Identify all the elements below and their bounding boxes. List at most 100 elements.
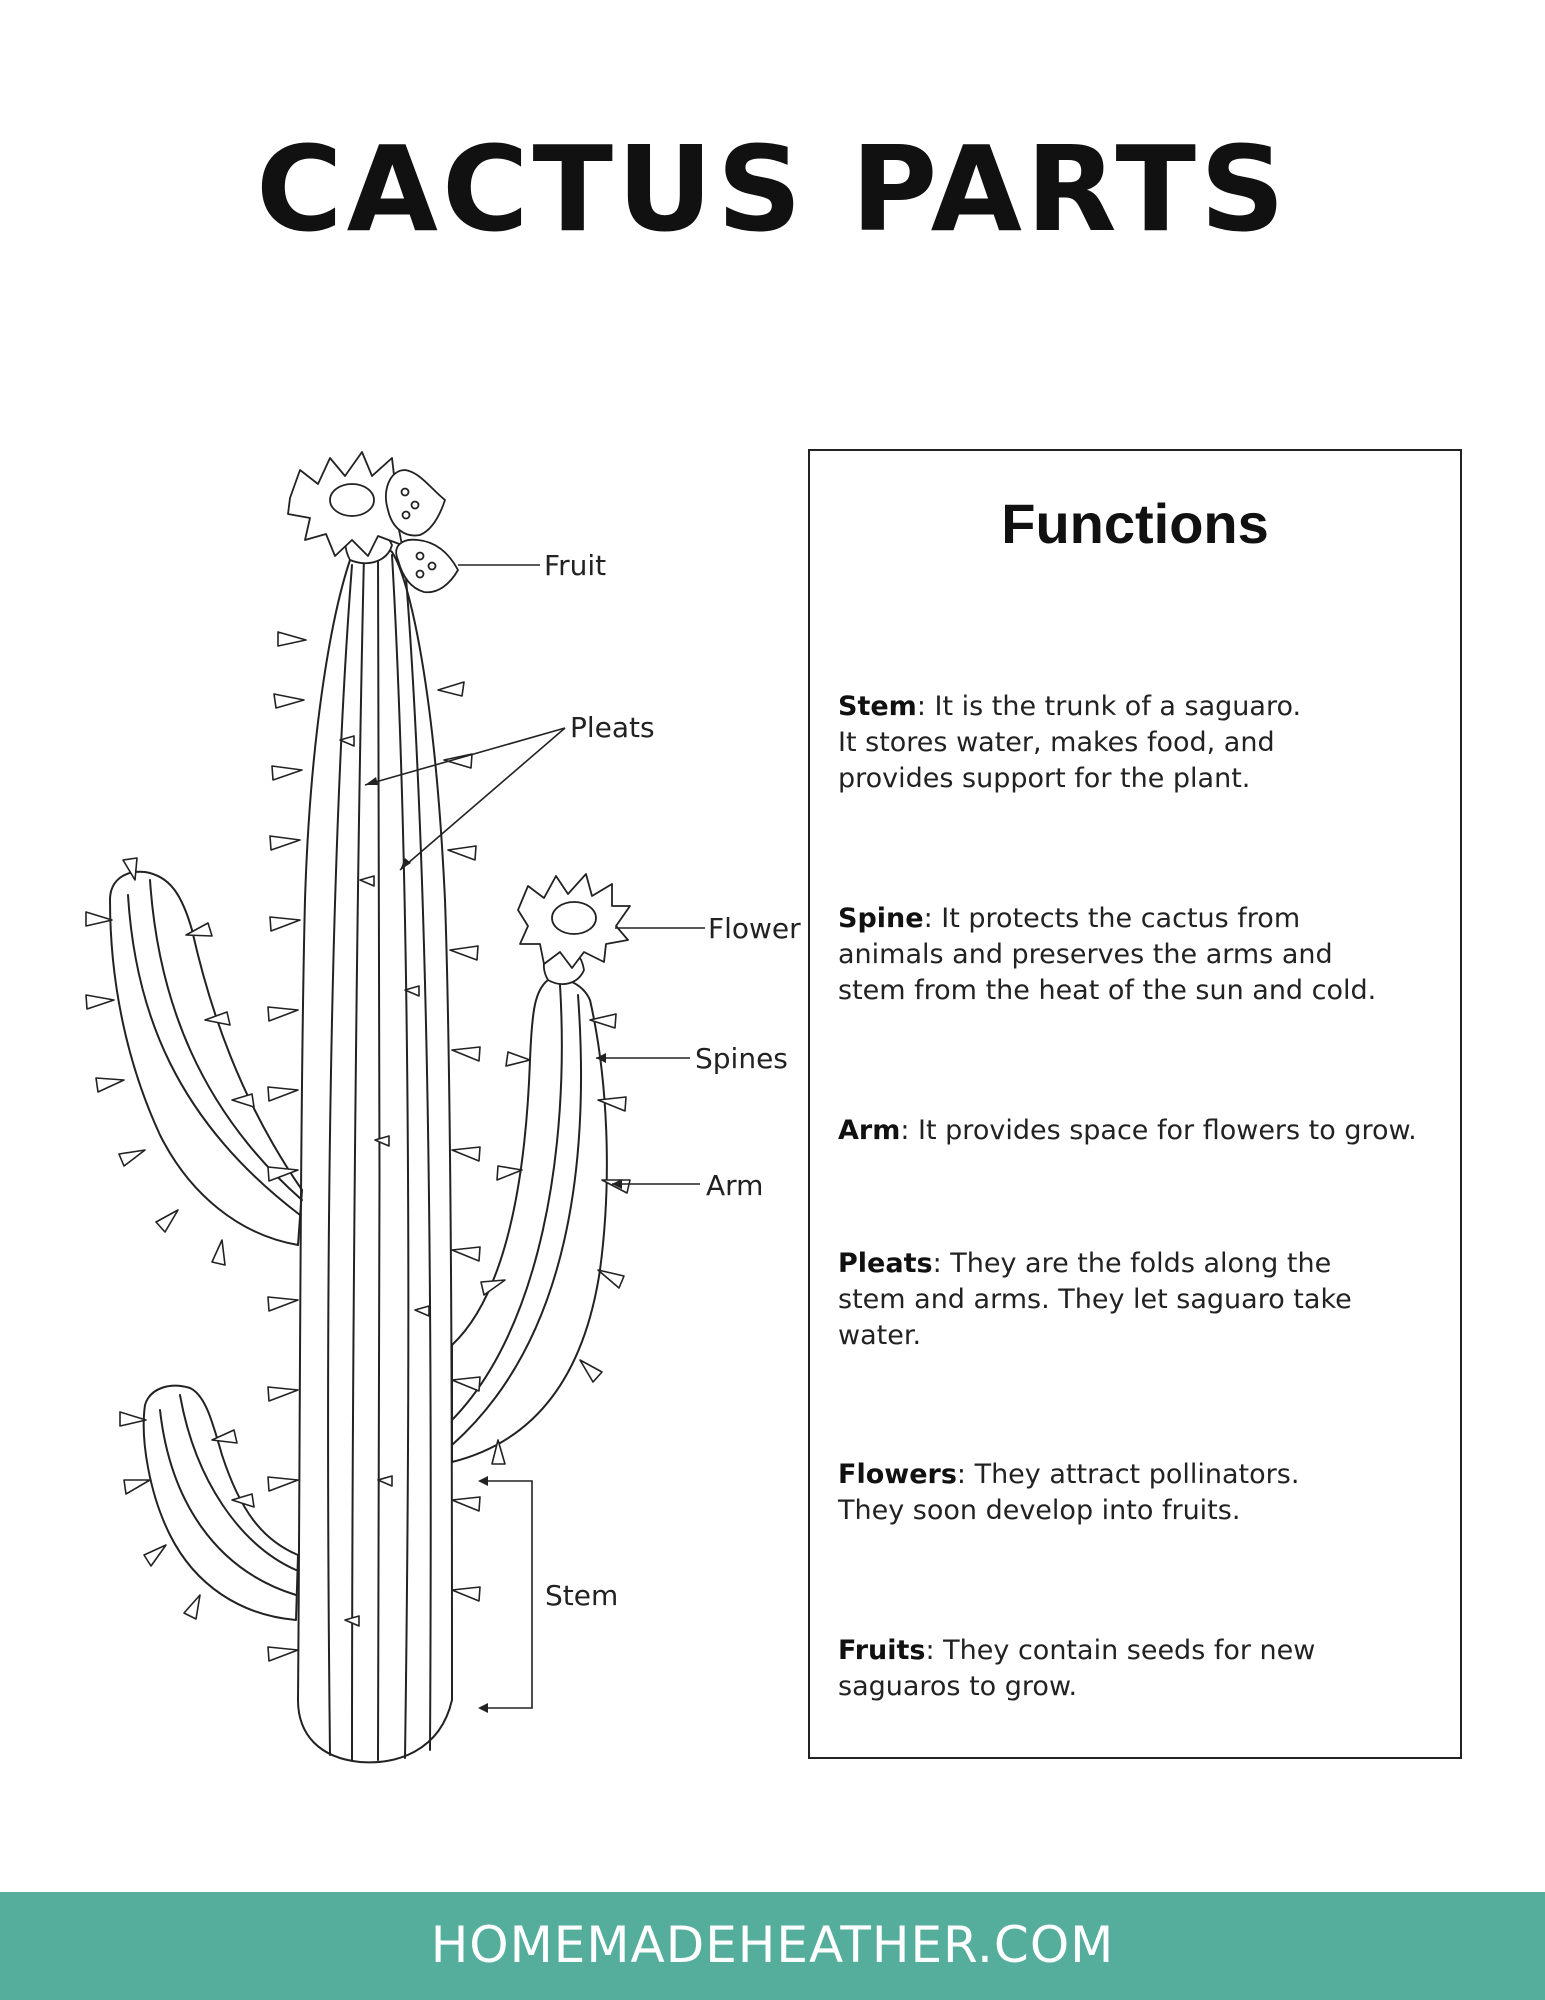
stem-label: Stem xyxy=(545,1579,618,1612)
function-term: Spine xyxy=(838,903,924,934)
spine xyxy=(452,1497,480,1511)
spine xyxy=(452,1147,480,1161)
spine xyxy=(270,917,300,931)
arm-label: Arm xyxy=(706,1169,763,1202)
function-term: Flowers xyxy=(838,1459,957,1490)
spine xyxy=(124,1480,150,1494)
spine xyxy=(268,1647,298,1661)
functions-heading: Functions xyxy=(810,491,1460,556)
stem-pleat xyxy=(392,555,408,1758)
stem-flower-center xyxy=(330,484,374,516)
spine xyxy=(278,632,306,646)
flower-label: Flower xyxy=(708,912,801,945)
spine xyxy=(156,1210,178,1232)
function-text: : It protects the cactus from xyxy=(924,903,1301,934)
function-term: Arm xyxy=(838,1115,900,1146)
spine xyxy=(452,1587,480,1601)
function-term: Pleats xyxy=(838,1248,933,1279)
arrowhead xyxy=(478,1476,488,1486)
function-line: Arm: It provides space for flowers to gr… xyxy=(838,1113,1438,1149)
fruit-seed xyxy=(403,512,410,519)
spine xyxy=(268,1387,298,1401)
function-text: : It provides space for flowers to grow. xyxy=(900,1115,1416,1146)
spine xyxy=(375,1136,389,1146)
arrowhead xyxy=(478,1703,488,1713)
spines-label: Spines xyxy=(695,1042,788,1075)
footer-website: HOMEMADEHEATHER.COM xyxy=(0,1916,1545,1974)
arm-flower-center xyxy=(552,902,596,934)
footer-bar: HOMEMADEHEATHER.COM xyxy=(0,1892,1545,2000)
spine xyxy=(96,1078,124,1092)
spine xyxy=(123,858,137,880)
spine xyxy=(448,846,476,860)
spine xyxy=(450,946,478,960)
functions-panel: Functions Stem: It is the trunk of a sag… xyxy=(808,449,1462,1759)
function-line: They soon develop into fruits. xyxy=(838,1493,1438,1529)
function-line: Spine: It protects the cactus from xyxy=(838,901,1438,937)
function-line: Flowers: They attract pollinators. xyxy=(838,1457,1438,1493)
function-text: : They are the folds along the xyxy=(933,1248,1332,1279)
spine xyxy=(268,1007,298,1021)
fruit-seed xyxy=(412,502,419,509)
spine xyxy=(497,1166,522,1180)
stem-bracket xyxy=(480,1481,532,1708)
spine xyxy=(598,1097,626,1111)
spine xyxy=(506,1052,530,1066)
spine xyxy=(452,1377,480,1391)
function-term: Fruits xyxy=(838,1635,926,1666)
function-line: Pleats: They are the folds along the xyxy=(838,1246,1438,1282)
function-arm: Arm: It provides space for flowers to gr… xyxy=(838,1113,1438,1149)
arrowhead xyxy=(365,777,378,785)
function-line: animals and preserves the arms and xyxy=(838,937,1438,973)
function-flowers: Flowers: They attract pollinators.They s… xyxy=(838,1457,1438,1529)
function-text: : It is the trunk of a saguaro. xyxy=(917,691,1301,722)
cactus-diagram: Fruit Pleats Flower Spines Arm Stem xyxy=(0,420,840,1800)
fruit-label: Fruit xyxy=(544,549,606,582)
spine xyxy=(144,1545,166,1566)
spine xyxy=(360,876,374,886)
function-line: stem from the heat of the sun and cold. xyxy=(838,973,1438,1009)
spine xyxy=(212,1240,225,1265)
spine xyxy=(268,1297,298,1311)
spine xyxy=(232,1094,254,1107)
spine xyxy=(86,912,112,926)
pleats-leader xyxy=(400,728,565,870)
page-title: CACTUS PARTS xyxy=(0,130,1545,248)
spine xyxy=(120,1412,146,1426)
spine xyxy=(452,1247,480,1261)
spine xyxy=(119,1150,145,1166)
fruit-seed xyxy=(417,571,424,578)
spine xyxy=(415,1306,429,1316)
spine xyxy=(438,682,464,696)
fruit-seed xyxy=(429,563,436,570)
arrowhead xyxy=(400,858,411,870)
function-line: Stem: It is the trunk of a saguaro. xyxy=(838,689,1438,725)
stem-pleat xyxy=(378,550,380,1760)
spine xyxy=(580,1360,602,1382)
function-term: Stem xyxy=(838,691,917,722)
function-line: stem and arms. They let saguaro take xyxy=(838,1282,1438,1318)
pleats-label: Pleats xyxy=(570,711,655,744)
spine xyxy=(452,1047,480,1061)
spine xyxy=(274,694,304,708)
spine xyxy=(272,766,302,780)
fruit-seed xyxy=(417,553,424,560)
spine xyxy=(270,836,300,850)
spine xyxy=(268,1477,298,1491)
spine xyxy=(86,995,114,1009)
spine xyxy=(492,1440,505,1464)
spine xyxy=(205,1012,230,1025)
spine xyxy=(268,1087,298,1101)
function-line: saguaros to grow. xyxy=(838,1669,1438,1705)
function-text: : They attract pollinators. xyxy=(957,1459,1300,1490)
function-stem: Stem: It is the trunk of a saguaro.It st… xyxy=(838,689,1438,797)
function-line: provides support for the plant. xyxy=(838,761,1438,797)
spine xyxy=(378,1476,392,1486)
function-line: water. xyxy=(838,1318,1438,1354)
function-text: : They contain seeds for new xyxy=(926,1635,1316,1666)
spine xyxy=(481,1280,505,1295)
spine xyxy=(184,1595,200,1619)
